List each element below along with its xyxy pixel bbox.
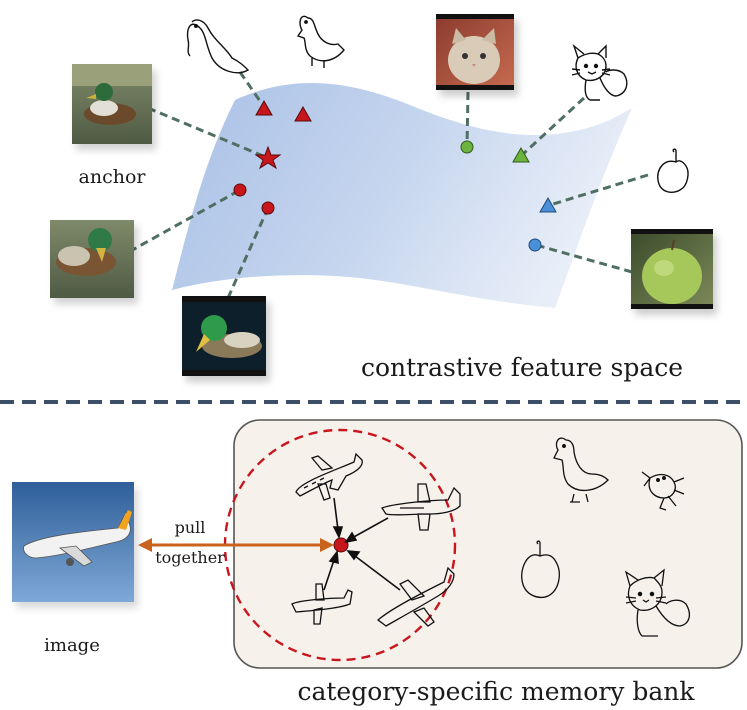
connector-apple-sketch [549,173,649,207]
airplane-sketch [381,483,461,531]
together-label: together [155,548,225,567]
connector-lines [117,71,649,299]
kitten-photo-dot [460,140,474,154]
connector-duck-bottom [226,207,270,299]
frog-sketch [641,471,685,511]
feature-space-panel: anchor [50,14,717,382]
memory-bank-caption: category-specific memory bank [297,677,695,706]
duck-photo-dot [261,201,275,215]
duck-photo-left [50,220,138,304]
cat-sketch [624,568,691,637]
cat-class-markers [460,140,530,163]
cat-sketch [571,43,628,101]
duck-sketch-triangle [294,105,312,122]
apple-sketch [521,540,560,599]
connector-duck-sketch-1 [238,71,264,105]
duck-class-markers [233,99,312,215]
apple-sketch [657,148,689,193]
image-label: image [44,635,100,656]
cluster-arrows [323,497,401,591]
feature-space-surface [172,83,632,308]
airplane-photo [12,482,138,608]
feature-space-caption: contrastive feature space [361,353,683,382]
kitten-photo [436,14,518,96]
memory-bank-panel: image pull together [12,419,743,706]
connector-duck-left [117,188,241,260]
airplane-sketch [295,452,363,501]
apple-sketch-triangle [539,196,557,213]
pull-together-arrow [138,538,334,552]
airplane-sketch [291,583,353,625]
anchor-label: anchor [79,166,147,188]
connector-anchor [147,106,269,160]
apple-photo-dot [528,238,542,252]
connector-kitten [465,91,470,147]
cat-sketch-triangle [512,146,530,163]
apple-photo [631,229,717,315]
connector-cat-sketch [520,96,586,157]
duck-photo-bottom [182,296,270,382]
pull-label: pull [175,518,206,537]
memory-center-dot [333,537,349,553]
duck-photo-anchor [72,64,156,150]
duck-sketch-triangle [255,99,273,116]
apple-class-markers [528,196,557,252]
duck-photo-dot [233,183,247,197]
duck-sketch [553,437,609,503]
duck-sketch [296,15,345,68]
airplane-sketch [376,566,455,627]
anchor-star [254,145,282,170]
duck-sketch [186,19,250,74]
connector-apple-photo [535,243,633,274]
